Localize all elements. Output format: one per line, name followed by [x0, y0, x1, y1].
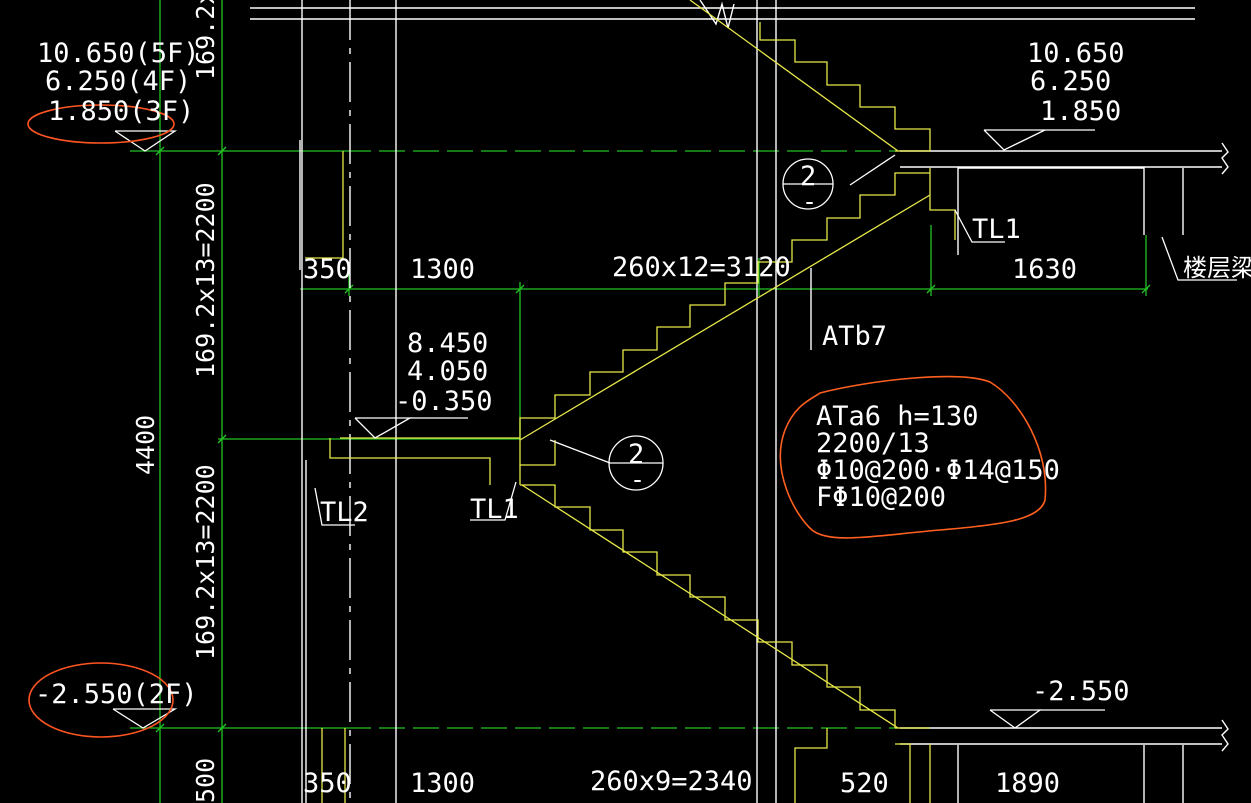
- hdim-lower-flight: 260x9=2340: [590, 766, 753, 797]
- section-number-upper: 2: [800, 161, 816, 192]
- vdim-lower: 169.2x13=2200: [191, 464, 220, 660]
- vdim-bottom-partial: 500: [191, 758, 220, 803]
- note-line-1: ATa6 h=130: [816, 401, 979, 432]
- hdim-upper-350: 350: [303, 254, 352, 285]
- label-atb7: ATb7: [822, 321, 887, 352]
- vdim-top-partial: 169.2x13: [191, 0, 220, 80]
- red-annotation-ellipses: [27, 104, 1047, 738]
- elev-3f-label: 1.850(3F): [48, 96, 194, 127]
- elev-right-3: 1.850: [1040, 96, 1121, 127]
- elev-4f-label: 6.250(4F): [45, 66, 191, 97]
- elev-mid-1: 8.450: [407, 328, 488, 359]
- hdim-lower-350: 350: [303, 768, 352, 799]
- section-number-mid: 2: [628, 439, 644, 470]
- elev-right-1: 10.650: [1027, 38, 1125, 69]
- note-line-2: 2200/13: [816, 428, 930, 459]
- right-top-elevations: 10.650 6.250 1.850: [1027, 38, 1125, 127]
- section-circles: [608, 158, 834, 491]
- elev-right-bottom: -2.550: [1032, 676, 1130, 707]
- mid-elevations: 8.450 4.050 -0.350: [395, 328, 493, 417]
- vdim-upper: 169.2x13=2200: [191, 182, 220, 378]
- vdim-total: 4400: [131, 415, 160, 475]
- hdim-upper-1630: 1630: [1012, 254, 1077, 285]
- hdim-lower-520: 520: [840, 768, 889, 799]
- elev-mid-2: 4.050: [407, 356, 488, 387]
- stair-flights: [305, 0, 956, 803]
- label-tl2: TL2: [320, 497, 369, 528]
- stair-note: ATa6 h=130 2200/13 Φ10@200·Φ14@150 FΦ10@…: [816, 401, 1060, 513]
- label-floor-beam: 楼层梁: [1183, 254, 1251, 282]
- level-symbols: [112, 129, 1105, 729]
- hdim-upper-flight: 260x12=3120: [612, 252, 791, 283]
- structure-lines: [250, 0, 1229, 803]
- label-tl1-mid: TL1: [470, 494, 519, 525]
- dimension-lines: [130, 0, 1151, 803]
- note-line-3: Φ10@200·Φ14@150: [816, 455, 1060, 486]
- hdim-lower-1300: 1300: [410, 768, 475, 799]
- label-tl1-upper: TL1: [972, 214, 1021, 245]
- hdim-lower-1890: 1890: [995, 768, 1060, 799]
- note-line-4: FΦ10@200: [816, 482, 946, 513]
- elev-mid-3: -0.350: [395, 386, 493, 417]
- section-dash-upper: -: [802, 187, 817, 216]
- elev-2f-label: -2.550(2F): [35, 679, 198, 710]
- left-top-elevations: 10.650(5F) 6.250(4F) 1.850(3F): [37, 38, 200, 127]
- elev-right-2: 6.250: [1030, 66, 1111, 97]
- beam-leaders: [314, 154, 1237, 526]
- section-dash-mid: -: [630, 465, 645, 494]
- hdim-upper-1300: 1300: [410, 254, 475, 285]
- elev-5f-label: 10.650(5F): [37, 38, 200, 69]
